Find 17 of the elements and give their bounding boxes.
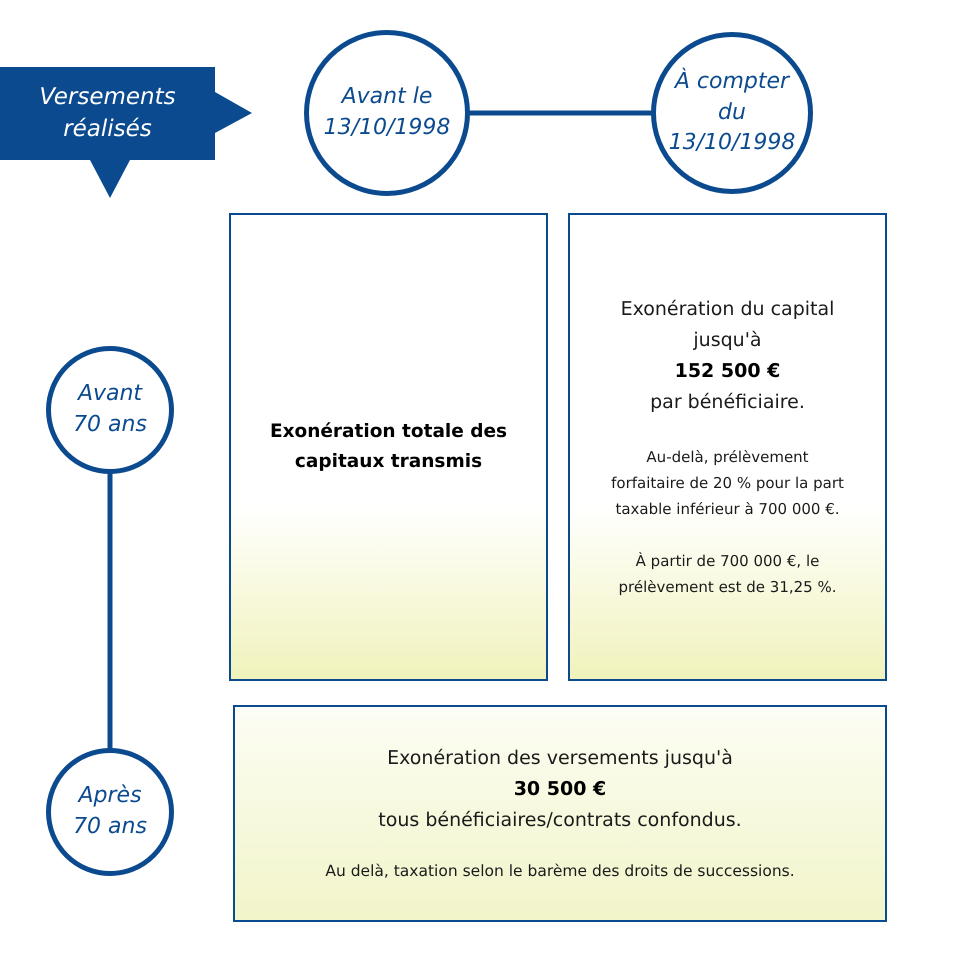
connector-line xyxy=(108,473,112,749)
info-panel xyxy=(229,213,548,681)
callout-label: Versements réalisés xyxy=(38,83,177,144)
circle-label: Avant le 13/10/1998 xyxy=(322,83,452,142)
circle-label: Avant 70 ans xyxy=(72,380,148,439)
circle-label: À compter du 13/10/1998 xyxy=(668,66,796,158)
panel-text: Exonération du capital jusqu'à 152 500 € par bénéficiaire. xyxy=(620,297,836,415)
circle-label: Après 70 ans xyxy=(72,782,148,841)
panel-text: Exonération totale des capitaux transmis xyxy=(268,420,508,474)
panel-text: Au-delà, prélèvement forfaitaire de 20 % pour la part taxable inférieur à 700 000 €. xyxy=(610,447,845,520)
panel-text: À partir de 700 000 €, le prélèvement est de 31,25 %. xyxy=(617,551,838,598)
connector-line xyxy=(469,110,652,116)
info-panel xyxy=(233,705,887,922)
info-panel xyxy=(568,213,887,681)
panel-text: Exonération des versements jusqu'à 30 500 € tous bénéficiaires/contrats confondus. xyxy=(378,746,742,833)
panel-text: Au delà, taxation selon le barème des droits de successions. xyxy=(325,861,795,882)
callout-banner xyxy=(0,67,252,198)
